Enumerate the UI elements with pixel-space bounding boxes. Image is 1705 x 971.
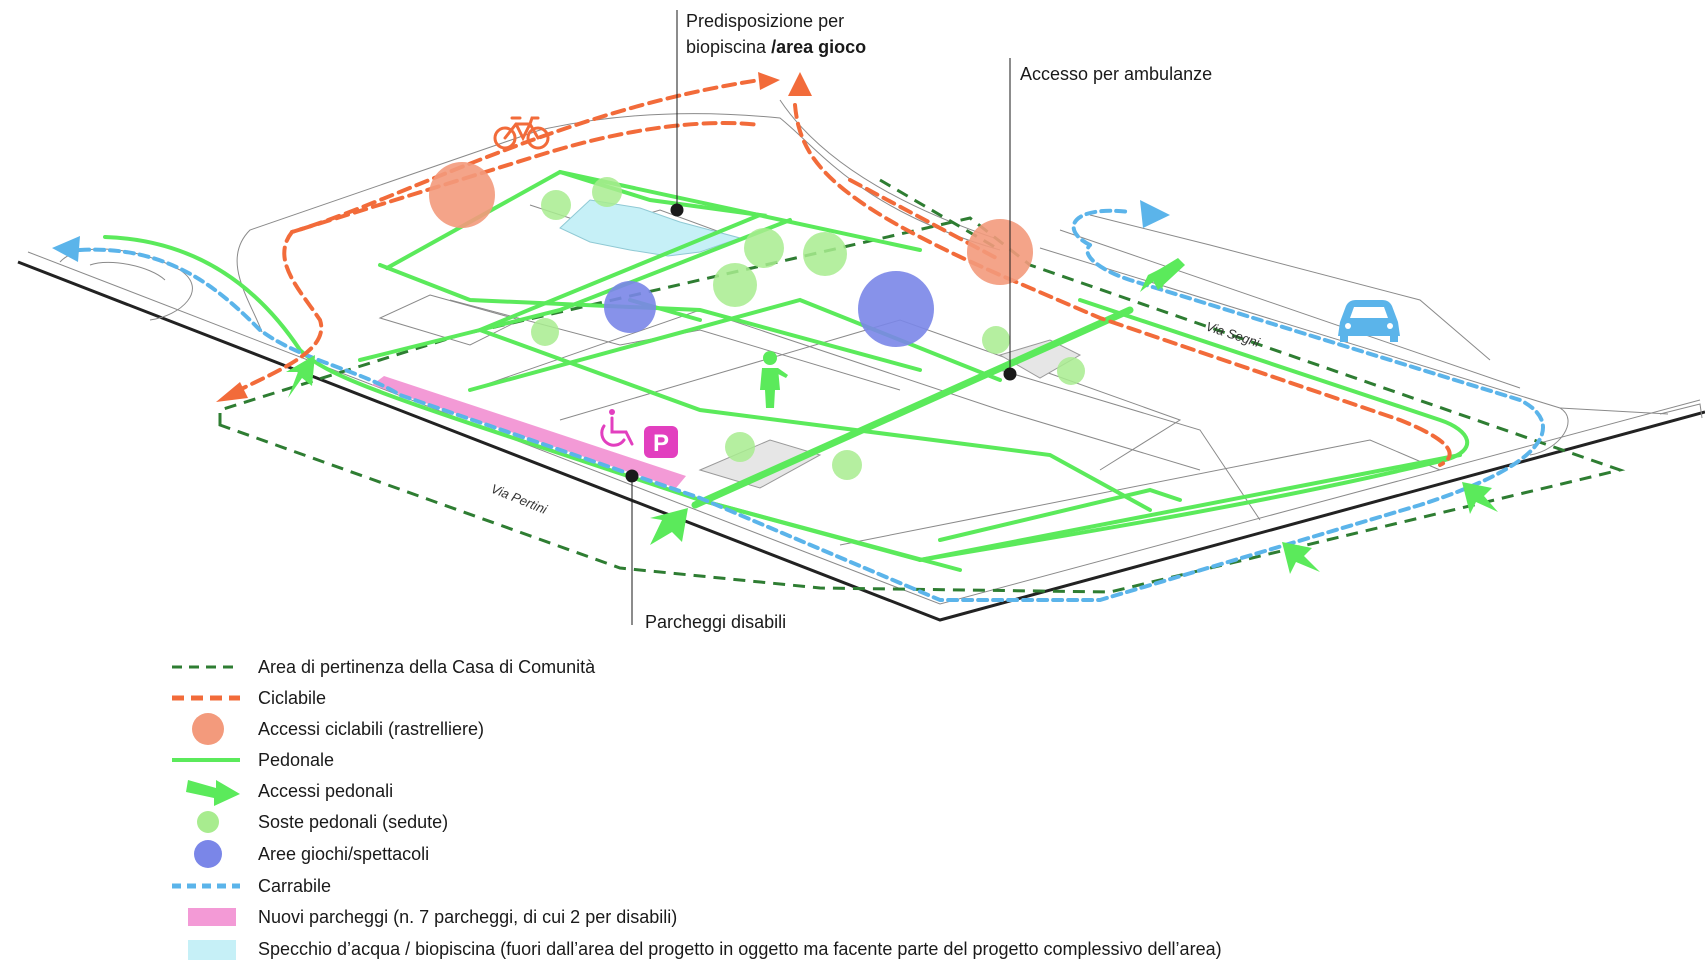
legend-label-soste-pedonali: Soste pedonali (sedute) [258,812,448,832]
legend-label-ciclabile: Ciclabile [258,688,326,708]
ciclabile-arrow-top [758,72,780,90]
swatch-specchio-acqua [188,940,236,960]
carrabile-arrow-right [1140,200,1170,228]
carrabile-arrow-left [52,236,80,262]
callout-parcheggi: Parcheggi disabili [645,612,786,632]
callout-ambulanze: Accesso per ambulanze [1020,64,1212,84]
legend-label-specchio-acqua: Specchio d’acqua / biopiscina (fuori dal… [258,939,1222,959]
east-road-edge-3 [1089,214,1491,361]
swatch-accessi-pedonali [186,780,240,806]
access-arrow-4 [1282,542,1320,574]
parking-icon: P [644,426,678,458]
legend-label-accessi-ciclabili: Accessi ciclabili (rastrelliere) [258,719,484,739]
access-arrow-1 [286,355,315,398]
main-pedestrian-axis [691,306,1134,509]
legend-label-nuovi-parcheggi: Nuovi parcheggi (n. 7 parcheggi, di cui … [258,907,677,927]
car-icon [1338,300,1400,342]
north-road-edge-2 [779,99,1001,241]
building-outline-3 [469,309,1201,471]
carrabile-routes [78,208,1545,602]
accessi-ciclabili-circles [429,162,1033,285]
legend-swatches [172,665,240,960]
swatch-accessi-ciclabili [192,713,224,745]
aree-giochi-circles [604,271,934,347]
callout-biopiscina-line2: biopiscina /area gioco [686,37,866,57]
inner-court [378,294,522,346]
east-road-edge-2 [1059,229,1521,389]
street-via-pertini: Via Pertini [489,481,550,517]
swatch-nuovi-parcheggi [188,908,236,926]
ciclabile-arrow-up [788,72,812,96]
callout-leaders [625,10,1017,625]
inner-lot [839,439,1441,546]
swatch-soste-pedonali [197,811,219,833]
east-corner [1559,407,1669,415]
access-arrow-2 [650,508,688,545]
soste-pedonali-circles [531,177,1085,480]
parking-letter: P [653,430,669,457]
pedestrian-icon [760,351,788,408]
east-road-edge-1 [1039,247,1569,456]
accessi-pedonali-arrows [286,258,1498,574]
swatch-aree-giochi [194,840,222,868]
left-curb-2 [89,262,166,281]
access-arrow-5 [1462,482,1498,514]
legend-label-aree-giochi: Aree giochi/spettacoli [258,844,429,864]
legend-label-area-pertinenza: Area di pertinenza della Casa di Comunit… [258,657,596,677]
building-outline-5 [999,369,1261,521]
callout-biopiscina-part1: biopiscina [686,37,771,57]
legend-label-carrabile: Carrabile [258,876,331,896]
legend-labels: Area di pertinenza della Casa di Comunit… [258,657,1222,959]
callout-biopiscina-part2: /area gioco [771,37,866,57]
wheelchair-icon [600,409,634,447]
road-edge-outer [17,260,1705,622]
road-end-right [1659,403,1703,419]
callout-biopiscina-line1: Predisposizione per [686,11,844,31]
bicycle-icon [493,116,550,150]
access-arrow-6 [1150,258,1185,290]
north-road-edge [236,113,1001,333]
legend-label-pedonale: Pedonale [258,750,334,770]
ciclabile-arrow-left [216,382,248,402]
new-parking-area [372,376,686,488]
area-pertinenza-boundary [218,216,1626,594]
legend-label-accessi-pedonali: Accessi pedonali [258,781,393,801]
legend: Area di pertinenza della Casa di Comunit… [172,657,1222,960]
area-pertinenza-north [879,178,1001,252]
